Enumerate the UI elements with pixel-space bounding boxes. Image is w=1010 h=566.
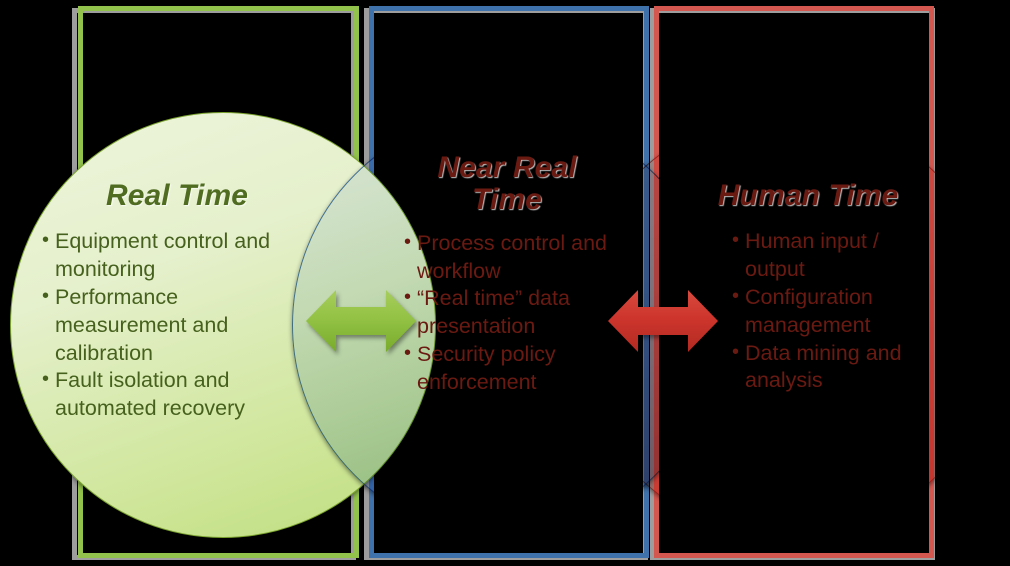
panel-title-real-time: Real Time <box>105 179 249 212</box>
list-item: Performance measurement and calibration <box>42 283 312 368</box>
list-item: Process control and workflow <box>404 229 610 286</box>
bullet-list-real-time: Equipment control and monitoring Perform… <box>42 227 312 424</box>
list-item: Equipment control and monitoring <box>42 227 312 284</box>
list-item: Configuration management <box>732 283 928 340</box>
panel-title-near-real-time: Near Real Time <box>437 151 577 216</box>
panel-near-real-time: Near Real Time Process control and workf… <box>404 152 610 397</box>
list-item: Data mining and analysis <box>732 339 928 396</box>
panel-real-time: Real Time Equipment control and monitori… <box>42 180 312 423</box>
bullet-list-near-real-time: Process control and workflow “Real time”… <box>404 229 610 398</box>
list-item: Fault isolation and automated recovery <box>42 366 312 423</box>
double-arrow-horizontal-icon-right <box>608 290 718 352</box>
panel-human-time: Human Time Human input / output Configur… <box>688 180 928 395</box>
bullet-list-human-time: Human input / output Configuration manag… <box>732 227 928 396</box>
double-arrow-horizontal-icon-left <box>306 290 416 352</box>
list-item: “Real time” data presentation <box>404 284 610 341</box>
list-item: Security policy enforcement <box>404 340 610 397</box>
panel-title-human-time: Human Time <box>717 179 899 212</box>
list-item: Human input / output <box>732 227 928 284</box>
